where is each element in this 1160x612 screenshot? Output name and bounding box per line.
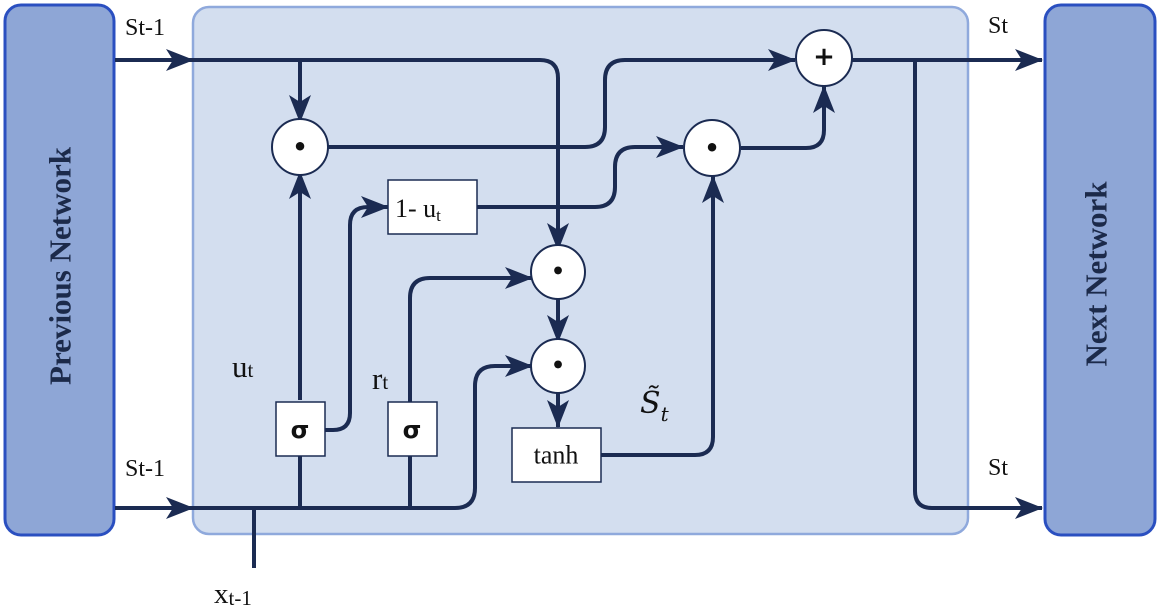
svg-text:σ: σ: [291, 416, 310, 444]
state-out-bottom-label: St: [988, 455, 1008, 481]
update-sigmoid-box: σ: [275, 401, 326, 457]
state-in-bottom-label: St-1: [125, 456, 165, 482]
multiply-node-candidate: •: [530, 338, 586, 394]
connections: [115, 49, 1043, 568]
reset-gate-to-mult3: [408, 267, 533, 402]
mult1-to-plus: [328, 49, 796, 149]
tanh-box: tanh: [511, 427, 602, 483]
sigma1-to-one-minus: [325, 196, 389, 432]
svg-text:•: •: [292, 133, 307, 161]
multiply-node-2: •: [683, 119, 741, 177]
state-out-branch: [913, 60, 1043, 519]
svg-text:1- ut: 1- ut: [395, 194, 441, 225]
previous-network-box: [3, 3, 116, 537]
mult2-to-plus: [741, 85, 835, 150]
one-minus-subscript: t: [436, 206, 441, 225]
one-minus-update-box: 1- ut: [387, 179, 478, 235]
multiply-node-reset: •: [530, 244, 586, 300]
svg-text:tanh: tanh: [534, 441, 579, 470]
state-out-top-label: St: [988, 13, 1008, 39]
input-x-label: xt-1: [214, 578, 252, 610]
one-minus-label: 1- u: [395, 194, 436, 223]
candidate-state-label: S̃t: [640, 386, 670, 426]
svg-text:•: •: [551, 354, 565, 379]
add-node: +: [795, 29, 853, 87]
reset-gate-label: rt: [372, 361, 388, 396]
multiply-node-1: •: [271, 118, 329, 176]
one-minus-to-mult2: [477, 136, 684, 209]
svg-text:+: +: [813, 42, 835, 72]
update-gate-label: ut: [232, 349, 254, 384]
next-network-label: Next Network: [1079, 181, 1114, 367]
state-in-top-label: St-1: [125, 15, 165, 41]
svg-text:σ: σ: [403, 416, 422, 444]
next-network-box: [1043, 3, 1157, 537]
svg-text:•: •: [551, 260, 565, 285]
svg-text:•: •: [704, 134, 719, 162]
tanh-to-mult2: [601, 175, 724, 457]
state-bottom-line: [193, 364, 530, 510]
state-top-line: [193, 58, 560, 244]
reset-sigmoid-box: σ: [387, 401, 438, 457]
previous-network-label: Previous Network: [43, 146, 78, 385]
